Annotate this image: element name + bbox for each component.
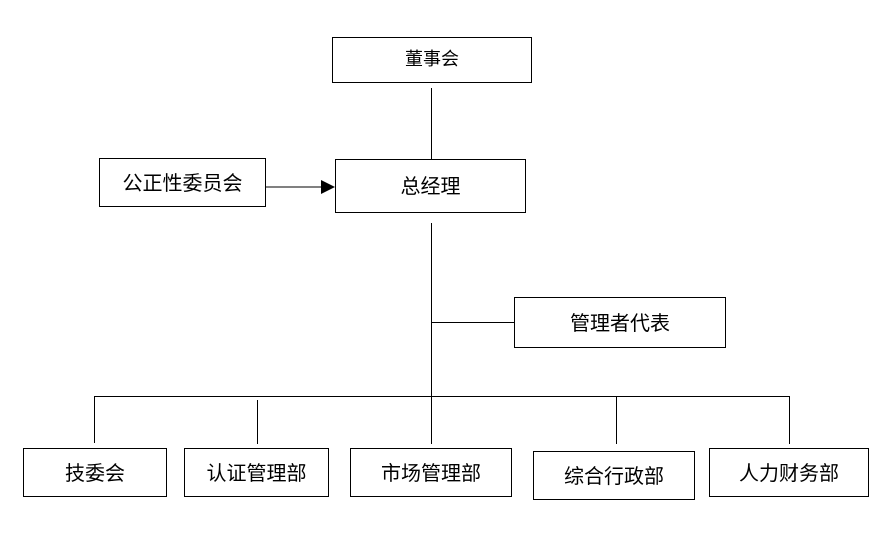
connector-admin <box>616 396 617 444</box>
connector-certification <box>257 400 258 444</box>
general-manager-box: 总经理 <box>335 159 526 213</box>
connector-horizontal-bus <box>94 396 790 397</box>
admin-department-box: 综合行政部 <box>533 451 695 500</box>
technical-committee-label: 技委会 <box>65 460 125 485</box>
hr-finance-box: 人力财务部 <box>709 448 869 497</box>
impartiality-committee-label: 公正性委员会 <box>122 170 243 195</box>
board-box: 董事会 <box>332 37 532 83</box>
certification-management-box: 认证管理部 <box>184 448 329 497</box>
management-representative-label: 管理者代表 <box>570 310 670 335</box>
arrow-head <box>321 180 335 194</box>
connector-mgmt-rep <box>431 322 514 323</box>
management-representative-box: 管理者代表 <box>514 297 726 348</box>
technical-committee-box: 技委会 <box>23 448 167 497</box>
board-label: 董事会 <box>405 49 459 70</box>
connector-tech-committee <box>94 396 95 443</box>
hr-finance-label: 人力财务部 <box>739 460 839 485</box>
arrow-impartiality-to-gm <box>265 180 335 194</box>
general-manager-label: 总经理 <box>400 174 461 198</box>
connector-board-gm <box>431 88 432 159</box>
admin-department-label: 综合行政部 <box>564 463 664 488</box>
market-management-box: 市场管理部 <box>350 448 512 497</box>
connector-hr-finance <box>789 396 790 444</box>
connector-gm-trunk <box>431 223 432 444</box>
impartiality-committee-box: 公正性委员会 <box>99 158 266 207</box>
market-management-label: 市场管理部 <box>381 460 481 485</box>
certification-management-label: 认证管理部 <box>206 460 307 485</box>
